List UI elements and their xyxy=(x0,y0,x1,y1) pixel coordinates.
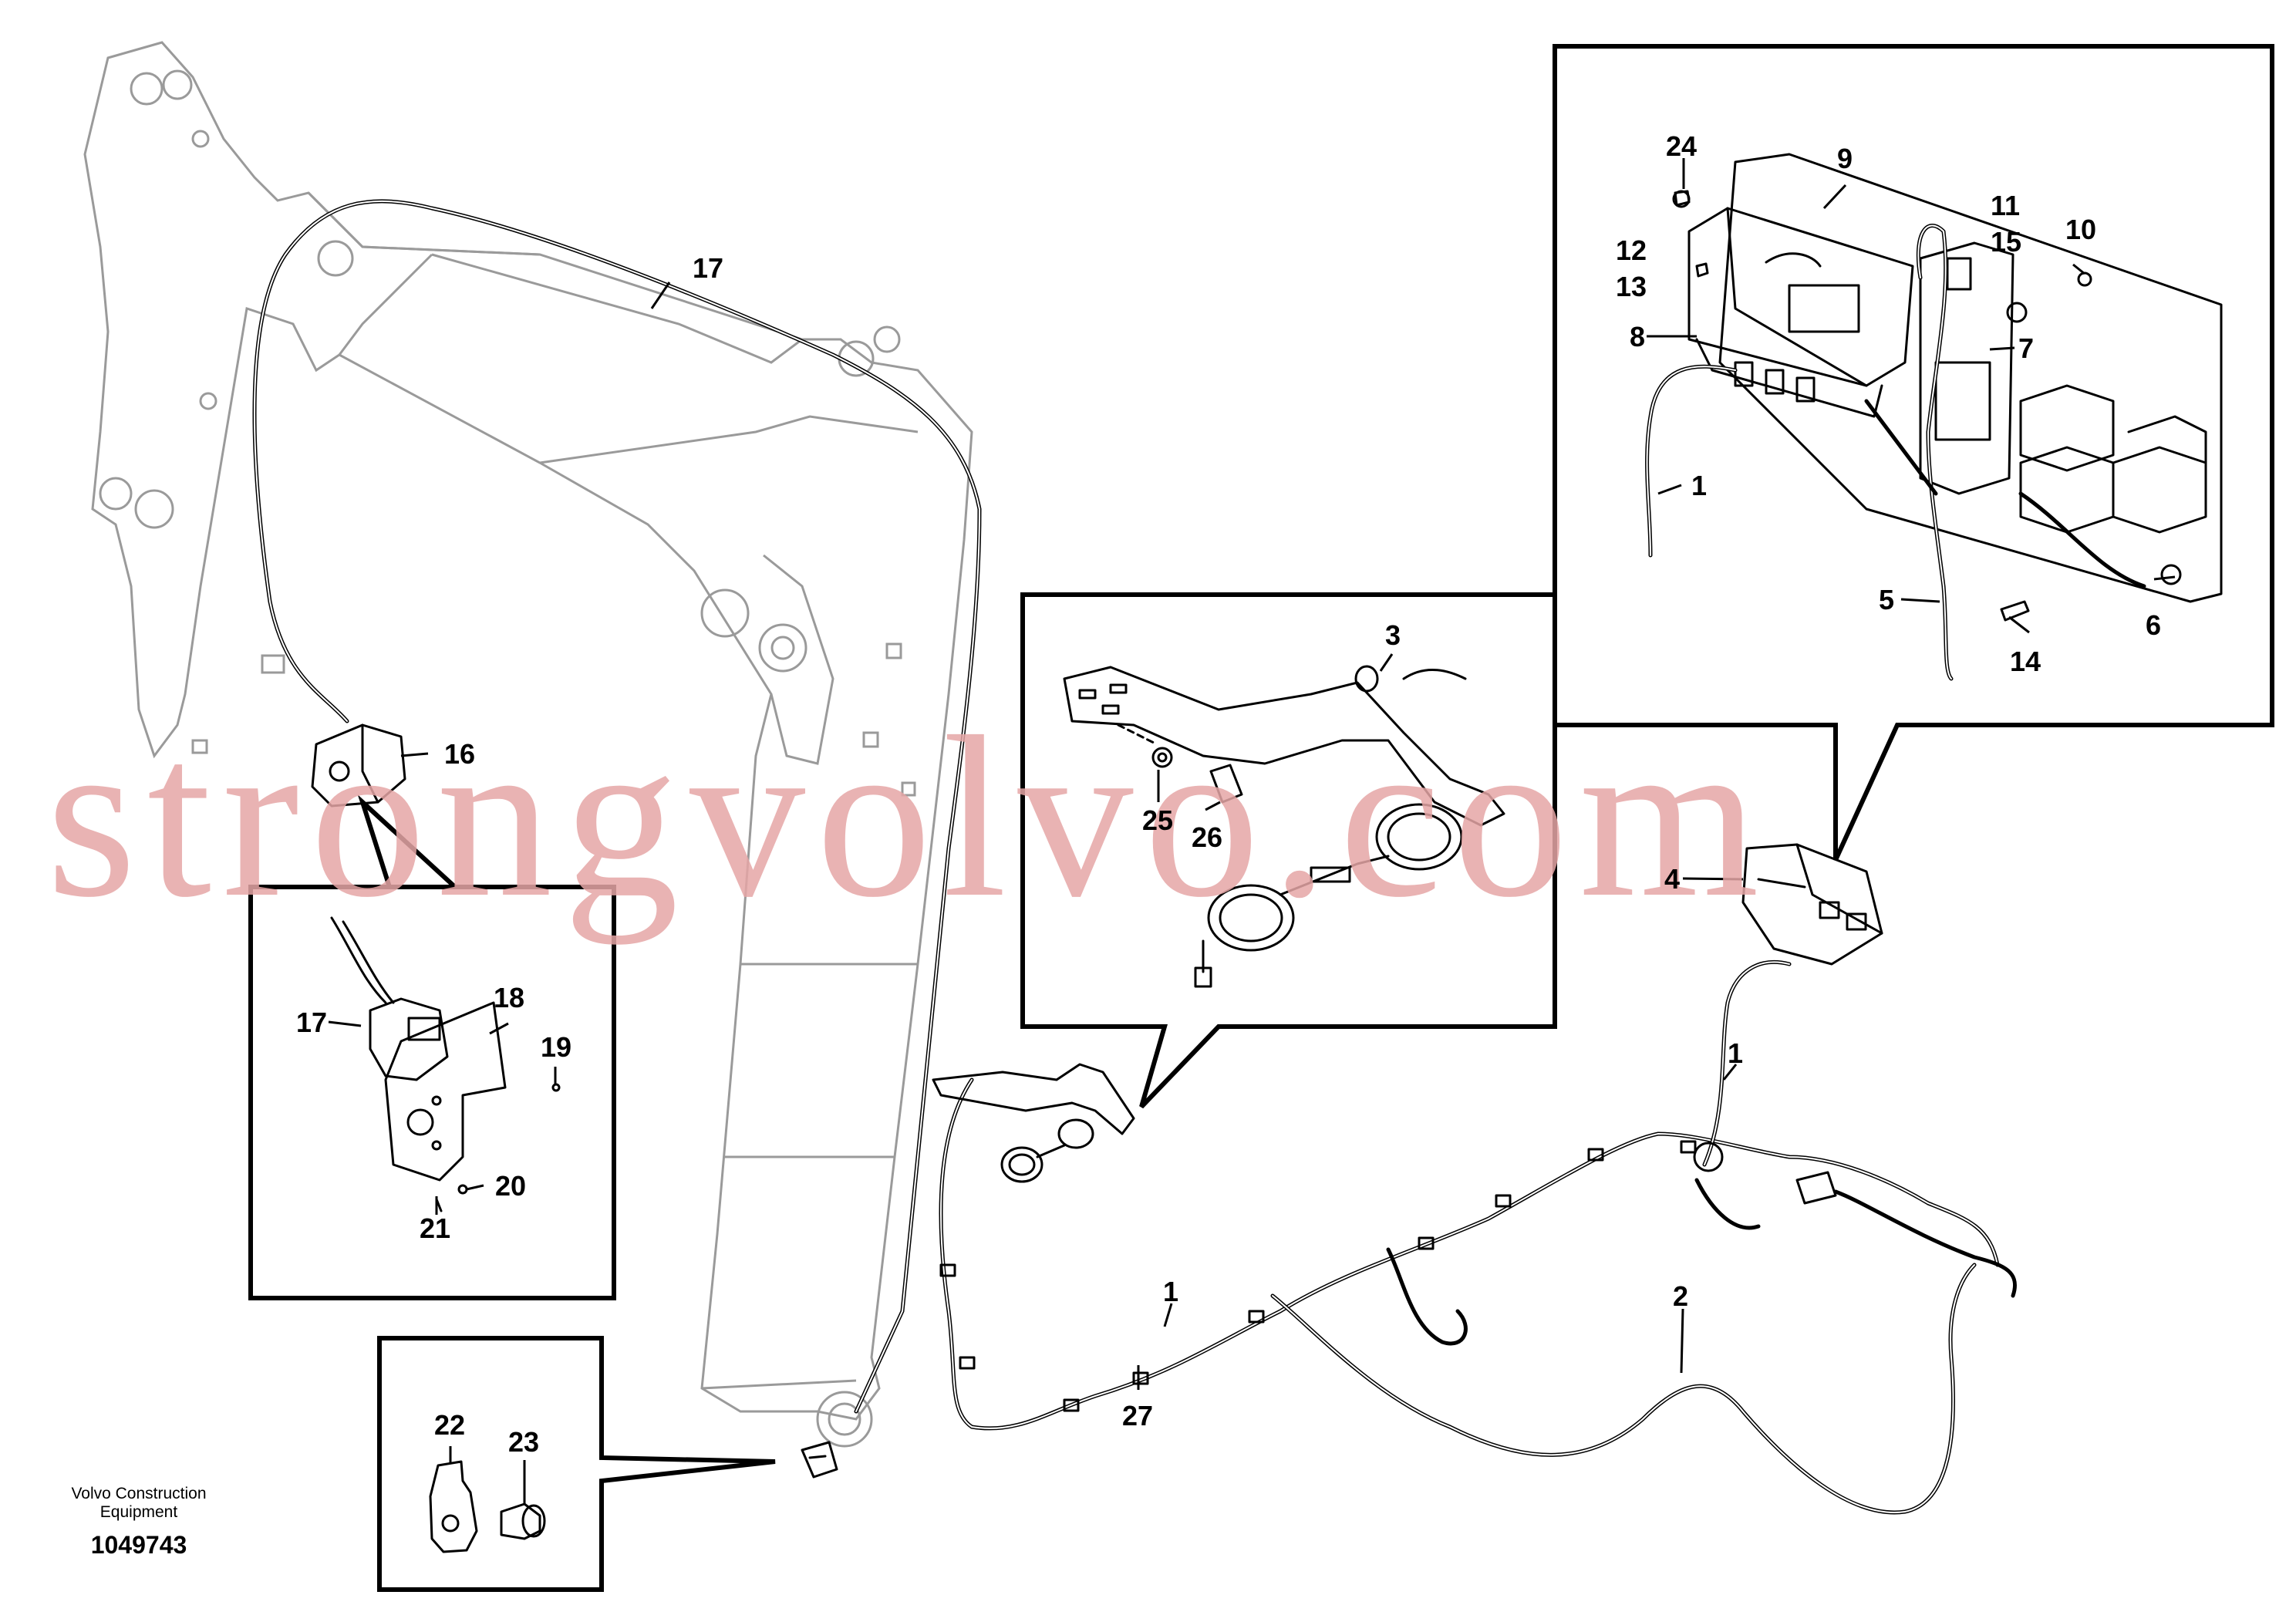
manufacturer-line-2: Equipment xyxy=(99,1503,178,1521)
callout-14: 14 xyxy=(2010,646,2041,677)
callout-13: 13 xyxy=(1616,271,1647,302)
watermark-text: strongvolvo.com xyxy=(46,689,1770,946)
callout-1: 1 xyxy=(1728,1037,1743,1069)
callout-16: 16 xyxy=(444,738,475,770)
callout-19: 19 xyxy=(541,1031,571,1063)
callout-23: 23 xyxy=(508,1426,539,1458)
detail-box-sensor xyxy=(248,794,616,1300)
harness-1-27 xyxy=(939,959,2017,1515)
callout-17: 17 xyxy=(693,252,723,284)
callout-10: 10 xyxy=(2065,214,2096,245)
callout-17: 17 xyxy=(296,1007,327,1038)
callout-24: 24 xyxy=(1666,130,1697,162)
manufacturer-label: Volvo Construction Equipment xyxy=(46,1485,231,1522)
callout-labels: 17 16 17 18 19 20 21 22 23 3 25 26 1 27 … xyxy=(296,130,2161,1458)
boom-outline xyxy=(83,41,973,1448)
callout-20: 20 xyxy=(495,1170,526,1202)
callout-11: 11 xyxy=(1991,190,2020,221)
callout-27: 27 xyxy=(1122,1400,1153,1431)
callout-5: 5 xyxy=(1879,584,1894,615)
callout-9: 9 xyxy=(1837,143,1853,174)
callout-8: 8 xyxy=(1630,321,1645,352)
callout-2: 2 xyxy=(1673,1280,1688,1312)
controller-4 xyxy=(1741,843,1883,966)
boom-foot-bracket xyxy=(801,1441,838,1479)
detail-box-clip xyxy=(377,1336,776,1592)
callout-1: 1 xyxy=(1163,1276,1178,1307)
callout-3: 3 xyxy=(1385,619,1401,651)
callout-15: 15 xyxy=(1991,226,2021,258)
manufacturer-line-1: Volvo Construction xyxy=(71,1485,207,1502)
callout-26: 26 xyxy=(1192,821,1222,853)
callout-6: 6 xyxy=(2146,609,2161,641)
callout-21: 21 xyxy=(420,1212,450,1244)
callout-25: 25 xyxy=(1142,804,1173,836)
sensor-16 xyxy=(311,723,406,808)
boom-cable-17 xyxy=(252,199,982,1414)
callout-18: 18 xyxy=(494,982,524,1013)
callout-1: 1 xyxy=(1691,470,1707,501)
detail-box-control-panel xyxy=(1553,44,2274,862)
callout-7: 7 xyxy=(2018,332,2034,364)
callout-4: 4 xyxy=(1664,863,1680,895)
callout-22: 22 xyxy=(434,1409,465,1441)
leader-lines xyxy=(328,158,2176,1504)
callout-12: 12 xyxy=(1616,234,1647,266)
harness-bracket-3-small xyxy=(932,1063,1135,1183)
drawing-number: 1049743 xyxy=(90,1531,187,1559)
